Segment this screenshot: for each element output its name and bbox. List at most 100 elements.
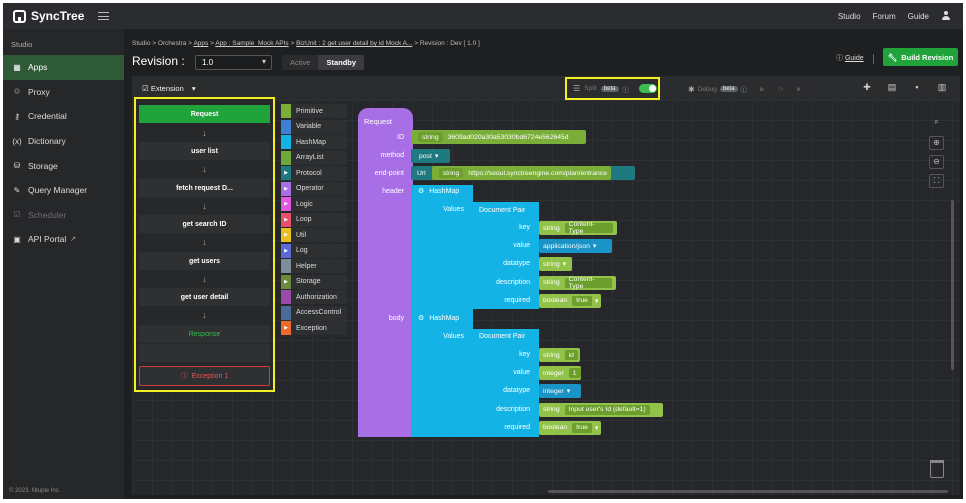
flow-step[interactable]: get user detail (139, 288, 270, 306)
play-icon[interactable]: ▶ (760, 86, 766, 93)
breadcrumb-apps[interactable]: Apps (193, 40, 209, 47)
sidebar-item-credential[interactable]: ⚷ Credential (3, 104, 124, 129)
category-logic[interactable]: ▶Logic (281, 197, 347, 211)
menu-icon[interactable] (98, 12, 110, 20)
category-label: Primitive (296, 107, 323, 115)
row-value[interactable]: true (572, 295, 592, 306)
category-protocol[interactable]: ▶Protocol (281, 166, 347, 180)
flow-step-request[interactable]: Request (139, 105, 270, 123)
chevron-down-icon: ▾ (592, 243, 597, 251)
save-icon[interactable]: ▪ (915, 82, 919, 92)
flow-exception[interactable]: ⓘ Exception 1 (139, 366, 270, 386)
logo[interactable]: SyncTree (13, 9, 84, 23)
body-hashmap-block[interactable] (411, 311, 473, 437)
comment-icon[interactable]: ▤ (887, 82, 897, 92)
row-value[interactable]: id (564, 350, 578, 360)
request-block[interactable] (358, 108, 413, 437)
help-icon: ⓘ (740, 87, 748, 94)
divider (873, 54, 874, 64)
breadcrumb-bizunit[interactable]: BizUnit : 2 get user detail by id Mock A… (296, 40, 413, 47)
checkbox-icon: ☑ (142, 84, 149, 93)
category-authorization[interactable]: Authorization (281, 290, 347, 304)
row-value[interactable]: Input user's Id (default=1) (564, 404, 650, 415)
split-control: ☰ Split beta ⓘ (565, 77, 660, 100)
method-dropdown[interactable]: post ▾ (411, 149, 450, 163)
flow-step[interactable]: get users (139, 252, 270, 270)
guide-link[interactable]: ⓘ Guide (836, 53, 864, 63)
category-storage[interactable]: ▶Storage (281, 274, 347, 289)
puzzle-icon[interactable]: ✚ (863, 82, 871, 92)
header-document-pair[interactable] (473, 202, 539, 309)
category-primitive[interactable]: Primitive (281, 104, 347, 118)
search-icon[interactable]: ⌕ (934, 117, 939, 126)
zoom-out-icon[interactable]: ⊖ (929, 155, 944, 169)
step-icon[interactable]: ⟳ (778, 86, 784, 93)
sidebar-item-storage[interactable]: ⛁ Storage (3, 153, 124, 178)
category-label: Util (296, 231, 307, 239)
endpoint-value[interactable]: https://seoul.synctreengine.com/plan/ent… (468, 169, 607, 177)
endpoint-block[interactable]: Url string https://seoul.synctreengine.c… (411, 166, 635, 180)
id-value[interactable]: 3609ad020a30a53030bd6724e562645d (447, 133, 569, 141)
database-icon: ⛁ (13, 161, 21, 171)
trash-icon[interactable] (930, 460, 944, 478)
sidebar-item-query-manager[interactable]: ✎ Query Manager (3, 178, 124, 203)
nav-guide[interactable]: Guide (907, 11, 929, 21)
fit-screen-icon[interactable]: ⛶ (929, 174, 944, 188)
category-variable[interactable]: Variable (281, 119, 347, 134)
calendar-icon: ☑ (13, 210, 21, 220)
flow-step-response[interactable]: Response (139, 325, 270, 343)
category-hashmap[interactable]: HashMap (281, 135, 347, 149)
panel-icon[interactable]: ▥ (937, 82, 947, 92)
id-block[interactable]: string 3609ad020a30a53030bd6724e562645d (411, 130, 586, 144)
header-hashmap-block[interactable] (411, 185, 473, 311)
extension-dropdown[interactable]: ☑ Extension ▾ (142, 84, 196, 93)
category-arraylist[interactable]: ArrayList (281, 150, 347, 165)
breadcrumb-separator: > (288, 40, 297, 47)
row-value-block[interactable]: integer▾ (539, 384, 581, 399)
build-revision-button[interactable]: 🔧︎ Build Revision (883, 48, 958, 66)
sidebar-item-proxy[interactable]: ♲ Proxy (3, 80, 124, 105)
type-tag: boolean (543, 297, 568, 305)
tab-active[interactable]: Active (282, 55, 319, 70)
category-helper[interactable]: Helper (281, 259, 347, 273)
category-util[interactable]: ▶Util (281, 228, 347, 242)
row-value[interactable]: Content-Type (564, 276, 612, 290)
row-value[interactable]: 1 (568, 368, 581, 379)
revision-select[interactable]: 1.0 (195, 55, 272, 70)
body-document-pair[interactable] (473, 329, 539, 437)
grid-icon: ▦ (13, 62, 21, 72)
user-icon[interactable] (941, 11, 951, 21)
sidebar-item-apps[interactable]: ▦ Apps (3, 55, 124, 80)
category-operator[interactable]: ▶Operator (281, 181, 347, 196)
vertical-scrollbar[interactable] (951, 200, 954, 370)
zoom-in-icon[interactable]: ⊕ (929, 136, 944, 150)
category-accesscontrol[interactable]: AccessControl (281, 305, 347, 320)
flow-step[interactable]: get search ID (139, 215, 270, 233)
category-log[interactable]: ▶Log (281, 243, 347, 258)
category-exception[interactable]: ▶Exception (281, 321, 347, 335)
row-value[interactable]: Content-Type (564, 221, 613, 235)
nav-forum[interactable]: Forum (872, 11, 896, 21)
horizontal-scrollbar[interactable] (548, 490, 948, 493)
row-value-block[interactable]: string▾ (539, 257, 572, 272)
tab-standby[interactable]: Standby (318, 55, 365, 70)
sidebar-item-dictionary[interactable]: (x) Dictionary (3, 129, 124, 154)
endpoint-string[interactable]: string https://seoul.synctreengine.com/p… (431, 166, 611, 180)
breadcrumb-app[interactable]: App : Sample_Mock APIs (215, 40, 289, 47)
flow-step[interactable]: user list (139, 142, 270, 160)
sidebar-item-api-portal[interactable]: ▣ API Portal ↗ (3, 227, 124, 252)
split-toggle[interactable] (639, 84, 658, 93)
row-value[interactable]: true (572, 422, 592, 433)
stop-icon[interactable]: ■ (796, 85, 801, 93)
row-value-block[interactable]: application/json▾ (539, 239, 612, 254)
flow-step[interactable]: fetch request D... (139, 179, 270, 197)
category-loop[interactable]: ▶Loop (281, 212, 347, 227)
nav-studio[interactable]: Studio (837, 11, 861, 21)
